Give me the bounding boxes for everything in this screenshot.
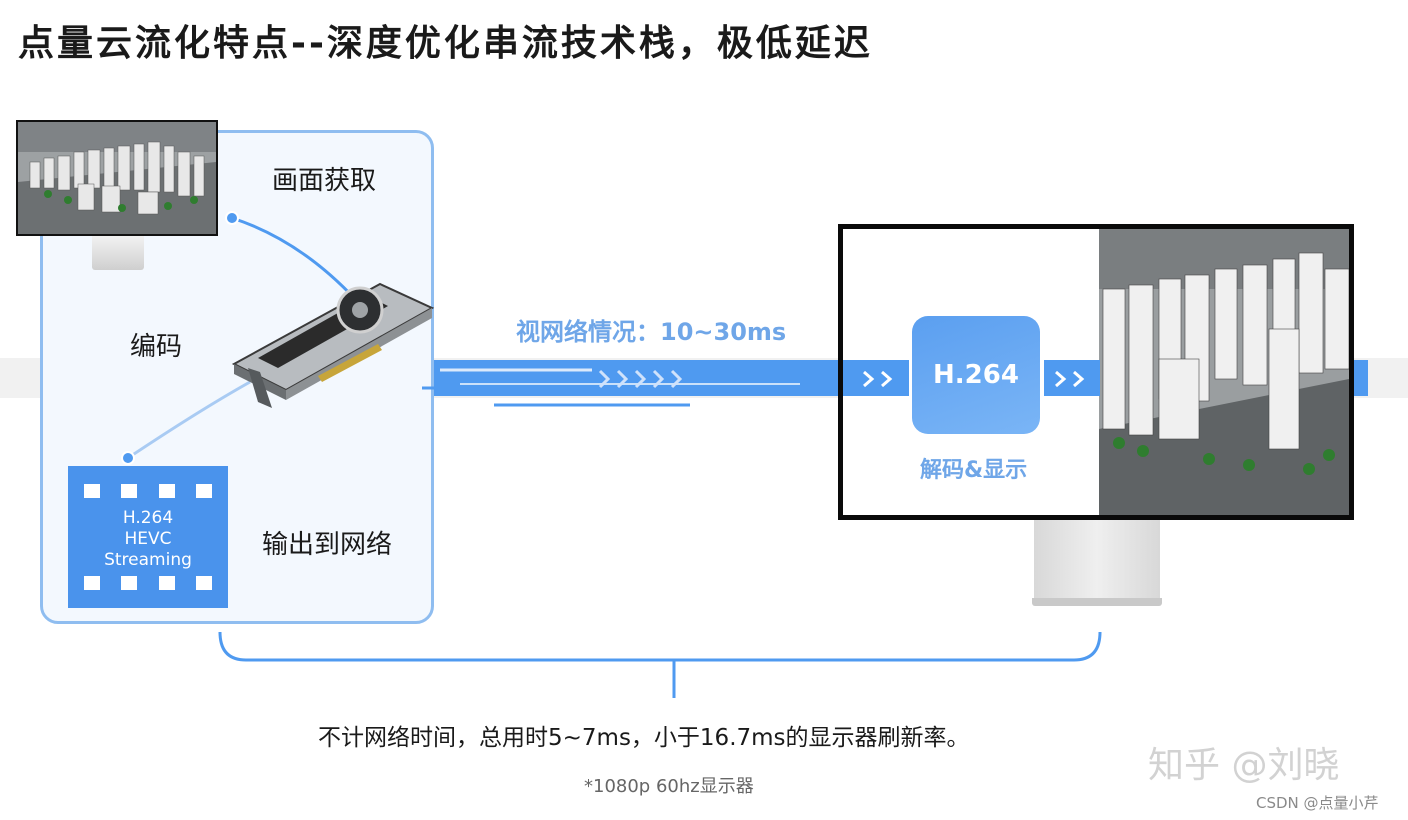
pipe-in-segment (843, 360, 909, 396)
stream-format-hevc: HEVC (124, 529, 172, 549)
zhihu-watermark: 知乎 @刘晓 (1148, 745, 1340, 786)
encode-label: 编码 (130, 332, 183, 362)
client-monitor-icon (838, 224, 1354, 520)
footnote: *1080p 60hz显示器 (584, 776, 754, 797)
latency-summary: 不计网络时间，总用时5~7ms，小于16.7ms的显示器刷新率。 (318, 725, 970, 751)
output-label: 输出到网络 (262, 530, 393, 560)
source-monitor-stand (92, 236, 144, 270)
client-monitor-stand (1034, 520, 1160, 600)
film-strip-icon: H.264 HEVC Streaming (68, 466, 228, 608)
gpu-card-icon (228, 272, 438, 412)
network-latency-label: 视网络情况：10~30ms (516, 318, 787, 346)
chevron-right-icon (1055, 370, 1085, 388)
page-title: 点量云流化特点--深度优化串流技术栈，极低延迟 (18, 23, 873, 64)
decode-display-label: 解码&显示 (920, 458, 1028, 483)
capture-label: 画面获取 (272, 166, 377, 196)
source-monitor-icon (16, 120, 218, 236)
stream-format-h264: H.264 (122, 508, 174, 528)
pipe-out-segment (1044, 360, 1100, 396)
decoder-codec-box: H.264 (912, 316, 1040, 434)
stream-format-streaming: Streaming (104, 550, 192, 570)
csdn-watermark: CSDN @点量小芹 (1256, 794, 1379, 812)
client-monitor-foot (1032, 598, 1162, 606)
chevron-right-icon (598, 369, 683, 389)
chevron-right-icon (863, 370, 893, 388)
